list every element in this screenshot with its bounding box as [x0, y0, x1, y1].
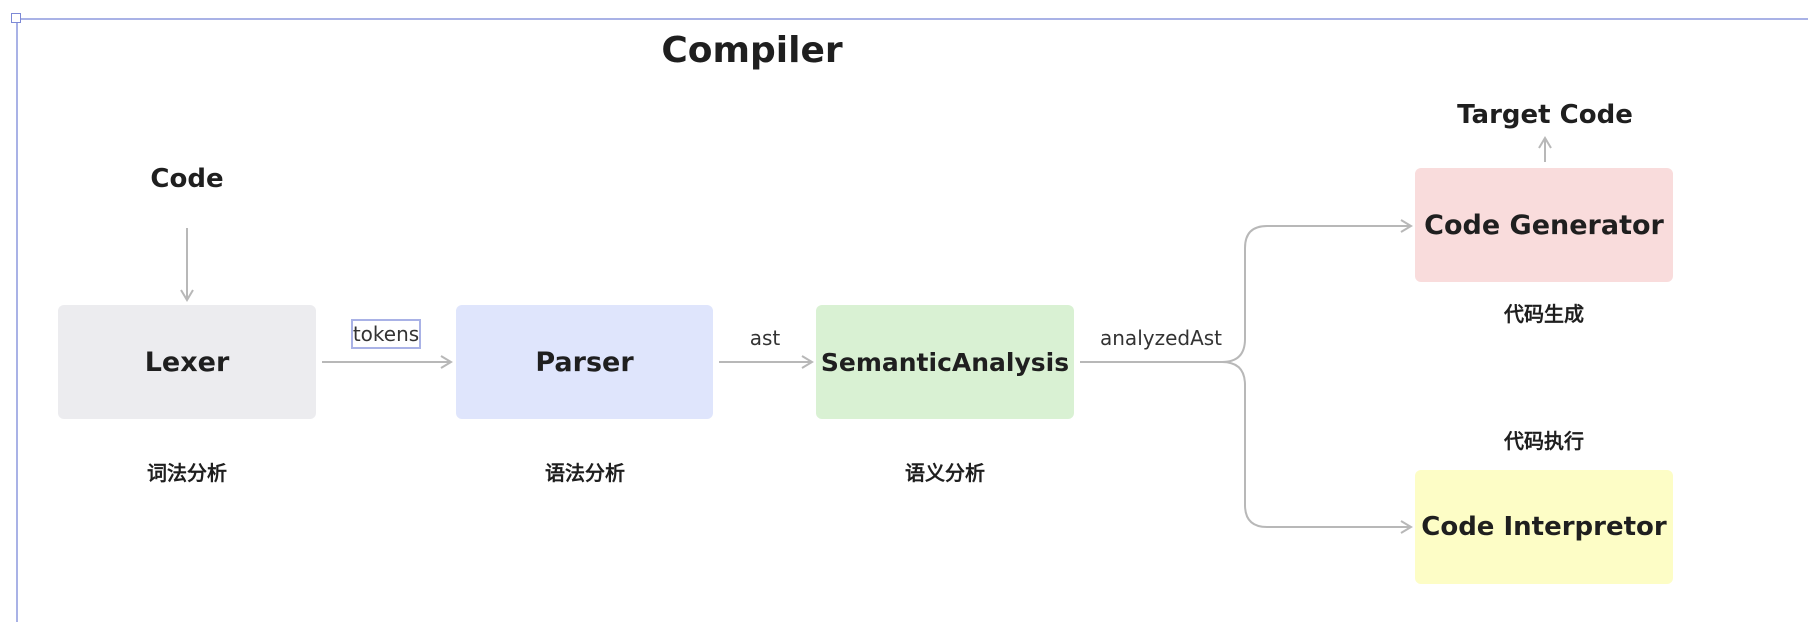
lexer-caption: 词法分析 [147, 461, 227, 485]
code-generator-caption: 代码生成 [1504, 302, 1584, 326]
parser-caption: 语法分析 [545, 461, 625, 485]
frame-resize-handle[interactable] [11, 13, 21, 23]
semantic-analysis-caption: 语义分析 [905, 461, 985, 485]
edge-label-analyzed-ast[interactable]: analyzedAst [1100, 326, 1223, 350]
semantic-analysis-node[interactable]: SemanticAnalysis [816, 305, 1074, 419]
code-generator-node[interactable]: Code Generator [1415, 168, 1673, 282]
code-interpreter-caption: 代码执行 [1504, 429, 1584, 453]
tokens-label-selection [351, 319, 421, 349]
diagram-title: Compiler [661, 30, 843, 71]
code-interpreter-node[interactable]: Code Interpretor [1415, 470, 1673, 584]
edge-label-ast[interactable]: ast [749, 326, 781, 350]
input-code-label: Code [150, 164, 224, 194]
frame-left-border [16, 18, 18, 622]
target-code-label: Target Code [1457, 100, 1633, 130]
arrow-semantic-to-interpreter[interactable] [1221, 361, 1413, 534]
frame-top-border [16, 18, 1808, 20]
lexer-node[interactable]: Lexer [58, 305, 316, 419]
arrow-semantic-to-generator[interactable] [1080, 219, 1413, 363]
edge-label-tokens[interactable]: tokens [352, 322, 420, 346]
parser-node[interactable]: Parser [456, 305, 713, 419]
